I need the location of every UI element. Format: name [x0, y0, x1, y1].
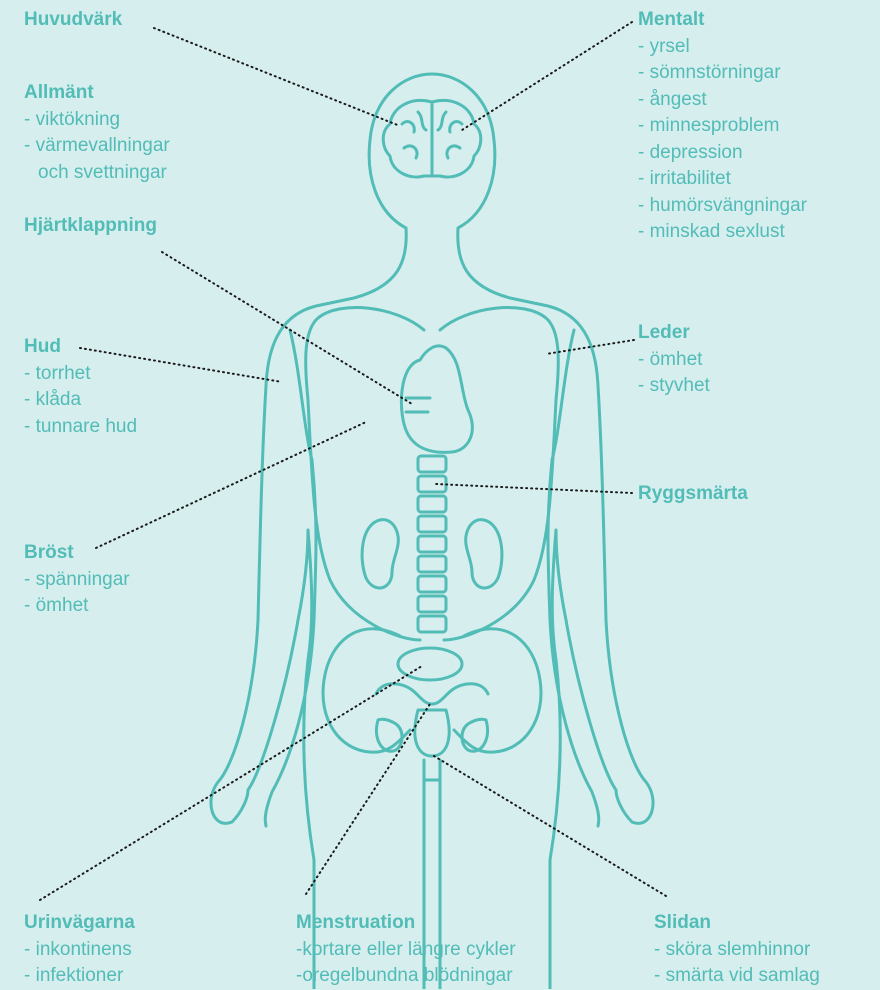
- item-allmant-1: - viktökning: [24, 107, 170, 134]
- item-slidan-1: - sköra slemhinnor: [654, 937, 820, 964]
- item-mentalt-3: - ångest: [638, 87, 807, 114]
- title-urinvagarna: Urinvägarna: [24, 910, 135, 937]
- title-hjartklappning: Hjärtklappning: [24, 213, 157, 240]
- title-hud: Hud: [24, 334, 137, 361]
- item-leder-1: - ömhet: [638, 347, 710, 374]
- left-lung: [306, 308, 424, 640]
- label-ryggsmarta: Ryggsmärta: [638, 481, 748, 508]
- leader-brost: [96, 422, 366, 548]
- title-ryggsmarta: Ryggsmärta: [638, 481, 748, 508]
- item-brost-1: - spänningar: [24, 567, 130, 594]
- label-brost: Bröst - spänningar - ömhet: [24, 540, 130, 620]
- item-menstruation-1: -kortare eller längre cykler: [296, 937, 516, 964]
- label-menstruation: Menstruation -kortare eller längre cykle…: [296, 910, 516, 990]
- item-brost-2: - ömhet: [24, 593, 130, 620]
- right-kidney: [466, 520, 502, 588]
- title-huvudvark: Huvudvärk: [24, 7, 122, 34]
- item-hud-2: - klåda: [24, 387, 137, 414]
- label-hjartklappning: Hjärtklappning: [24, 213, 157, 240]
- item-leder-2: - styvhet: [638, 373, 710, 400]
- title-brost: Bröst: [24, 540, 130, 567]
- item-hud-1: - torrhet: [24, 361, 137, 388]
- title-mentalt: Mentalt: [638, 7, 807, 34]
- item-urinvagarna-2: - infektioner: [24, 963, 135, 990]
- item-urinvagarna-1: - inkontinens: [24, 937, 135, 964]
- item-mentalt-4: - minnesproblem: [638, 113, 807, 140]
- spine: [418, 456, 446, 632]
- item-slidan-2: - smärta vid samlag: [654, 963, 820, 990]
- title-allmant: Allmänt: [24, 80, 170, 107]
- item-allmant-2: - värmevallningar: [24, 133, 170, 160]
- leader-huvudvark: [154, 28, 400, 126]
- leader-menstruation: [306, 704, 430, 894]
- label-slidan: Slidan - sköra slemhinnor - smärta vid s…: [654, 910, 820, 990]
- leader-hjartklappning: [162, 252, 412, 404]
- label-urinvagarna: Urinvägarna - inkontinens - infektioner: [24, 910, 135, 990]
- item-hud-3: - tunnare hud: [24, 414, 137, 441]
- item-mentalt-5: - depression: [638, 140, 807, 167]
- leader-mentalt: [462, 22, 632, 130]
- left-kidney: [362, 520, 398, 588]
- right-lung: [440, 308, 558, 640]
- item-mentalt-8: - minskad sexlust: [638, 219, 807, 246]
- label-huvudvark: Huvudvärk: [24, 7, 122, 34]
- label-allmant: Allmänt - viktökning - värmevallningar o…: [24, 80, 170, 186]
- item-mentalt-6: - irritabilitet: [638, 166, 807, 193]
- item-mentalt-2: - sömnstörningar: [638, 60, 807, 87]
- brain: [383, 100, 481, 177]
- label-leder: Leder - ömhet - styvhet: [638, 320, 710, 400]
- title-slidan: Slidan: [654, 910, 820, 937]
- item-allmant-3: och svettningar: [24, 160, 170, 187]
- item-mentalt-7: - humörsvängningar: [638, 193, 807, 220]
- label-mentalt: Mentalt - yrsel - sömnstörningar - ånges…: [638, 7, 807, 246]
- item-mentalt-1: - yrsel: [638, 34, 807, 61]
- item-menstruation-2: -oregelbundna blödningar: [296, 963, 516, 990]
- title-leder: Leder: [638, 320, 710, 347]
- label-hud: Hud - torrhet - klåda - tunnare hud: [24, 334, 137, 440]
- heart: [401, 346, 472, 452]
- title-menstruation: Menstruation: [296, 910, 516, 937]
- leader-urinvagarna: [40, 666, 422, 900]
